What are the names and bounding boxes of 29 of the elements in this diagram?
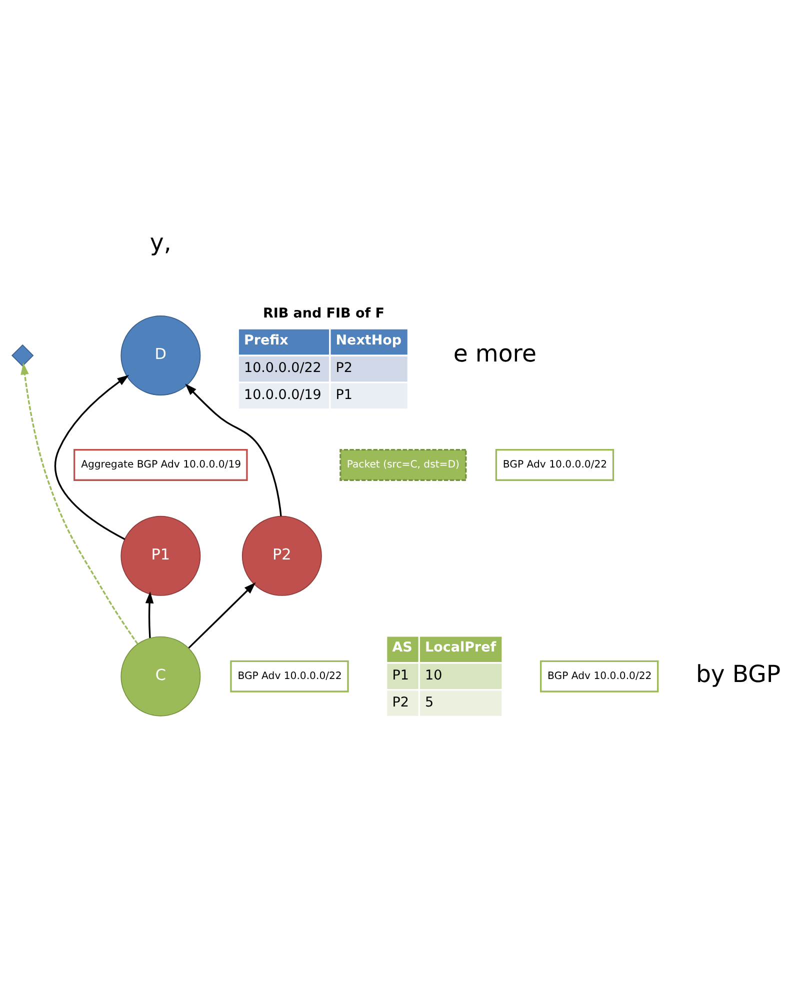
label: 10.0.0.0/22 (244, 360, 322, 376)
label: P1 (392, 668, 409, 684)
arrow (185, 384, 282, 516)
node-cross (11, 344, 34, 367)
label: e more (453, 339, 536, 368)
label: y, (150, 228, 172, 257)
label: Prefix (244, 332, 288, 348)
node-box: Aggregate BGP Adv 10.0.0.0/19 (74, 448, 248, 481)
label: LocalPref (425, 640, 496, 656)
arrow (145, 592, 154, 638)
node-box: BGP Adv 10.0.0.0/22 (230, 660, 349, 692)
label: P1 (336, 387, 352, 404)
arrow (54, 374, 130, 540)
label: P2 (392, 694, 409, 710)
arrow (20, 362, 138, 644)
label: 10 (425, 668, 442, 684)
node-circle: C (120, 636, 201, 716)
label: 10.0.0.0/19 (244, 387, 322, 404)
label: AS (392, 640, 412, 656)
node-box: BGP Adv 10.0.0.0/22 (540, 660, 659, 692)
node-circle: P1 (120, 516, 201, 596)
label: P2 (336, 360, 352, 376)
label: by BGP (696, 660, 781, 688)
node-box: Packet (src=C, dst=D) (340, 448, 467, 481)
arrow (188, 582, 256, 649)
label: NextHop (336, 332, 402, 348)
node-box: BGP Adv 10.0.0.0/22 (495, 448, 614, 481)
label: 5 (425, 694, 434, 710)
label: RIB and FIB of F (262, 305, 384, 322)
